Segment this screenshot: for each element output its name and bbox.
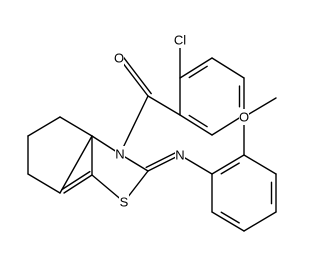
bond-h1-h2 xyxy=(27,116,61,137)
bond-om-me xyxy=(243,97,277,118)
bond-h4-sp xyxy=(59,135,93,194)
bond-a2-a3 xyxy=(211,57,245,79)
bond-c2-ni xyxy=(147,154,181,172)
aromatic-bond-a5-a6 xyxy=(188,114,208,128)
bond-a6-co xyxy=(147,95,181,116)
atom-label-background xyxy=(239,109,249,125)
atom-label-background xyxy=(172,32,188,48)
atom-label-cl: Cl xyxy=(174,33,186,48)
atom-label-s_ring: S xyxy=(120,195,129,210)
atom-label-n_ring: N xyxy=(115,147,124,162)
bond-co-nr xyxy=(119,95,149,155)
molecule-structure: ClO N N S O xyxy=(27,32,277,232)
atom-label-n_imine: N xyxy=(175,148,184,163)
bond-ni-b1 xyxy=(179,154,213,175)
bond-b4-b5 xyxy=(243,211,277,232)
bonds xyxy=(27,39,277,232)
bond-h3-h4 xyxy=(27,173,61,194)
aromatic-bond-b5-b6 xyxy=(220,211,240,224)
bond-b2-b3 xyxy=(243,154,277,175)
bond-s-c4 xyxy=(91,174,125,203)
bond-a4-a5 xyxy=(211,114,245,136)
double-bond-c4-ch2 xyxy=(61,170,91,191)
bond-b5-b6 xyxy=(211,211,245,232)
atom-label-o_methoxy: O xyxy=(239,110,249,125)
atom-label-background xyxy=(115,146,125,162)
atom-label-background xyxy=(114,50,124,66)
bond-sp-h1 xyxy=(59,116,93,137)
aromatic-bond-b1-b2 xyxy=(220,162,240,175)
bond-b1-b2 xyxy=(211,154,245,175)
double-bond-co-oc xyxy=(121,54,152,95)
atom-labels: ClO N N S O xyxy=(114,32,249,210)
atom-label-o_carbonyl: O xyxy=(114,51,124,66)
atom-label-background xyxy=(175,147,185,163)
atom-label-background xyxy=(119,194,129,210)
aromatic-bond-a1-a2 xyxy=(188,65,208,79)
bond-a5-a6 xyxy=(179,114,213,136)
bond-c4-ch2 xyxy=(63,174,93,194)
bond-a1-a2 xyxy=(179,57,213,79)
double-bond-c2-ni xyxy=(145,150,179,169)
